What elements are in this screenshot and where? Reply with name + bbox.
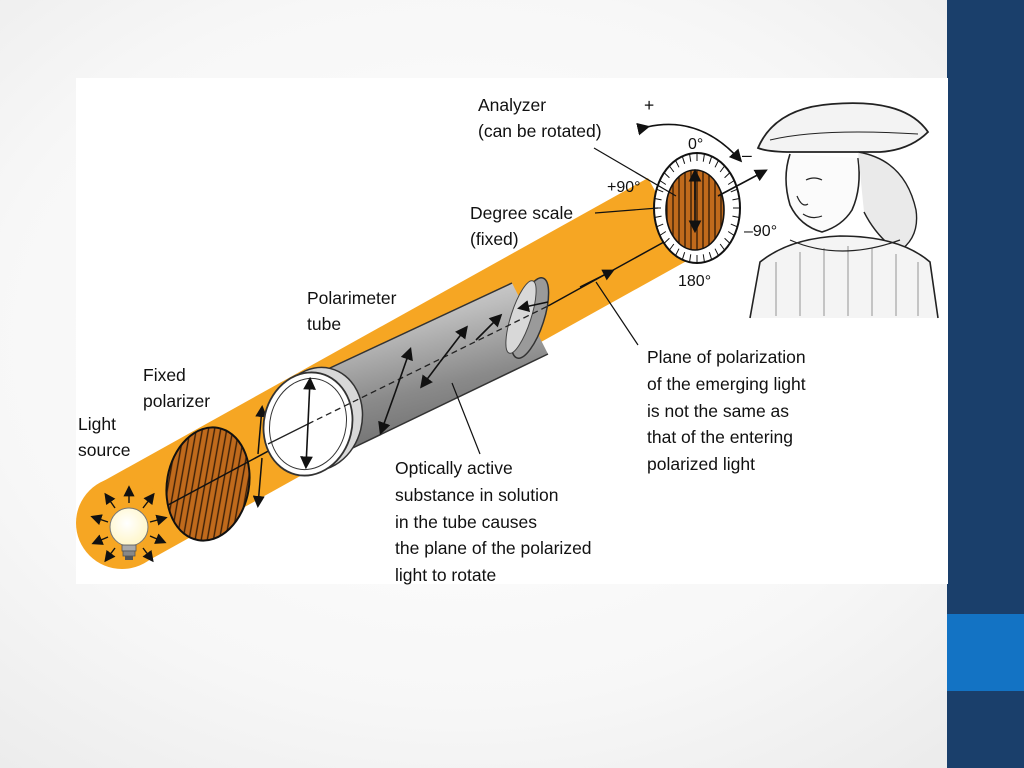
degree-tick [656,223,664,228]
svg-text:polarized light: polarized light [647,454,755,474]
label-deg-minus90: –90° [744,223,777,240]
svg-text:Polarimeter: Polarimeter [307,288,397,308]
degree-tick [702,254,705,263]
degree-tick [654,197,662,201]
svg-text:is not the same as: is not the same as [647,401,789,421]
degree-tick [708,252,713,260]
leader-lines [451,147,677,455]
label-optically-active: Optically active substance in solution i… [395,458,592,585]
label-fixed-polarizer: Fixed polarizer [143,365,210,411]
degree-tick [654,215,662,219]
svg-text:Degree scale: Degree scale [470,203,573,223]
degree-tick [663,237,670,244]
svg-text:source: source [78,440,131,460]
degree-tick [719,165,726,173]
polarimeter-tube [262,277,550,477]
svg-text:tube: tube [307,314,341,334]
svg-text:Analyzer: Analyzer [478,95,546,115]
label-deg-plus90: +90° [607,179,641,196]
degree-tick [724,172,731,179]
label-light-source: Light source [78,414,131,460]
label-degree-scale: Degree scale (fixed) [470,203,573,249]
label-plane-of-polarization: Plane of polarization of the emerging li… [647,347,806,474]
svg-text:Light: Light [78,414,116,434]
degree-tick [659,231,667,236]
slide-sidebar-accent [947,614,1024,691]
degree-tick [727,231,735,236]
label-deg-180: 180° [678,273,711,290]
degree-tick [675,248,680,256]
rotation-arrow [636,122,743,163]
degree-tick [724,237,731,244]
portrait-engraving [749,102,939,319]
label-analyzer: Analyzer (can be rotated) [478,95,602,141]
svg-text:the plane of the polarized: the plane of the polarized [395,538,592,558]
label-deg-0: 0° [688,136,703,153]
svg-text:(can be rotated): (can be rotated) [478,121,602,141]
degree-tick [719,243,726,251]
degree-tick [689,254,692,263]
svg-text:substance in solution: substance in solution [395,485,558,505]
label-plus-sign: + [644,95,654,115]
degree-tick [668,165,675,173]
degree-tick [732,197,740,201]
svg-text:that of the entering: that of the entering [647,427,793,447]
svg-text:(fixed): (fixed) [470,229,519,249]
svg-text:polarizer: polarizer [143,391,210,411]
degree-tick [732,215,740,219]
degree-tick [663,172,670,179]
svg-text:Fixed: Fixed [143,365,186,385]
svg-text:of the emerging light: of the emerging light [647,374,806,394]
label-polarimeter-tube: Polarimeter tube [307,288,397,334]
degree-tick [727,180,735,185]
degree-tick [681,252,686,260]
light-bulb-icon [90,485,168,563]
label-minus-sign: – [742,145,752,165]
degree-tick [730,188,738,193]
svg-text:Optically active: Optically active [395,458,513,478]
degree-tick [656,188,664,193]
degree-tick [714,248,719,256]
svg-text:in the tube causes: in the tube causes [395,512,537,532]
degree-tick [659,180,667,185]
svg-text:Plane of polarization: Plane of polarization [647,347,806,367]
degree-tick [668,243,675,251]
svg-text:light to rotate: light to rotate [395,565,496,585]
degree-tick [730,223,738,228]
analyzer-dial [653,152,768,264]
